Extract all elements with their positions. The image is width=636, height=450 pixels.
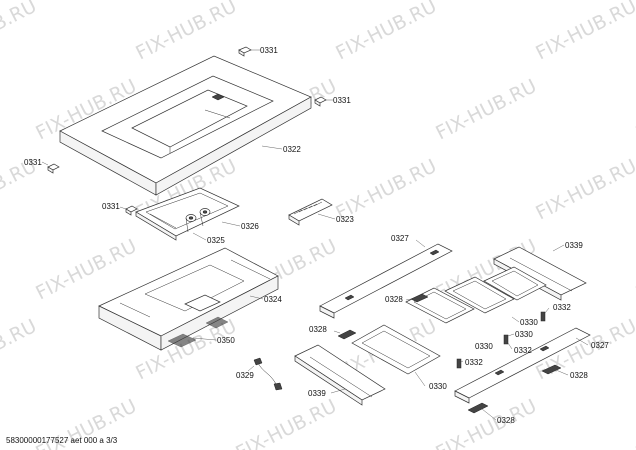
knobs-0325: [185, 208, 211, 233]
label-0328-d: 0328: [497, 416, 515, 425]
frame-0330-c: [483, 266, 547, 301]
part-0332-c: [456, 358, 462, 369]
label-0330-a: 0330: [520, 318, 538, 327]
watermark-text: FIX-HUB.RU: [0, 315, 40, 384]
control-plate-0326: [135, 187, 240, 241]
label-0330-c: 0330: [429, 382, 447, 391]
watermark-text: FIX-HUB.RU: [232, 395, 340, 450]
label-0328-c: 0328: [570, 371, 588, 380]
label-0339-right: 0339: [565, 241, 583, 250]
label-0329: 0329: [236, 371, 254, 380]
bracket-0328-a: [410, 293, 429, 303]
rail-0327-lower: [454, 327, 591, 404]
housing-0324: [98, 247, 279, 351]
watermark-text: FIX-HUB.RU: [632, 235, 636, 304]
bracket-0328-c: [541, 364, 562, 375]
label-0339-left: 0339: [308, 389, 326, 398]
cap-0331-lower: [125, 205, 138, 216]
base-plate-0350: [167, 316, 229, 348]
profile-0339-left: [294, 344, 386, 406]
label-0323: 0323: [336, 215, 354, 224]
bracket-0328-b: [337, 329, 357, 340]
cap-0331-top: [238, 46, 252, 57]
label-0332-c: 0332: [465, 358, 483, 367]
watermark-text: FIX-HUB.RU: [632, 75, 636, 144]
cap-0331-left: [47, 163, 60, 174]
label-0331-top: 0331: [260, 46, 278, 55]
frame-0330-d: [351, 324, 441, 375]
cable-0329: [253, 357, 283, 391]
document-footer: 58300000177527 aet 000 a 3/3: [6, 436, 118, 445]
watermark-text: FIX-HUB.RU: [532, 0, 636, 64]
label-0325: 0325: [207, 236, 225, 245]
watermark-text: FIX-HUB.RU: [132, 0, 240, 64]
watermark-text: FIX-HUB.RU: [432, 395, 540, 450]
part-labels: 0331 0331 0331 0331 0322 0326 0325 0323 …: [24, 46, 609, 425]
grille-0323: [288, 198, 333, 226]
watermark-text: FIX-HUB.RU: [532, 155, 636, 224]
part-0332-a: [540, 311, 546, 322]
label-0331-left: 0331: [24, 158, 42, 167]
bracket-0328-d: [467, 402, 489, 414]
leader-lines: [41, 49, 589, 421]
watermark-text: FIX-HUB.RU: [0, 0, 40, 64]
label-0328-b: 0328: [309, 325, 327, 334]
label-0328-a: 0328: [385, 295, 403, 304]
label-0331-right: 0331: [333, 96, 351, 105]
label-0332-a: 0332: [553, 303, 571, 312]
rail-0327-upper: [319, 243, 453, 319]
label-0322: 0322: [283, 145, 301, 154]
label-0327-upper: 0327: [391, 234, 409, 243]
cover-panel-0322: [59, 55, 312, 196]
label-0330-d: 0330: [515, 330, 533, 339]
label-0350: 0350: [217, 336, 235, 345]
label-0326: 0326: [241, 222, 259, 231]
label-0327-lower: 0327: [591, 341, 609, 350]
watermark-text: FIX-HUB.RU: [32, 235, 140, 304]
label-0332-b: 0332: [514, 346, 532, 355]
cap-0331-right: [314, 96, 327, 107]
label-0331-lower: 0331: [102, 202, 120, 211]
watermark-text: FIX-HUB.RU: [632, 395, 636, 450]
label-0330-b: 0330: [475, 342, 493, 351]
frame-0330-b: [444, 276, 515, 314]
part-0332-b: [503, 334, 509, 345]
watermark-text: FIX-HUB.RU: [332, 0, 440, 64]
label-0324: 0324: [264, 295, 282, 304]
watermark-text: FIX-HUB.RU: [432, 75, 540, 144]
